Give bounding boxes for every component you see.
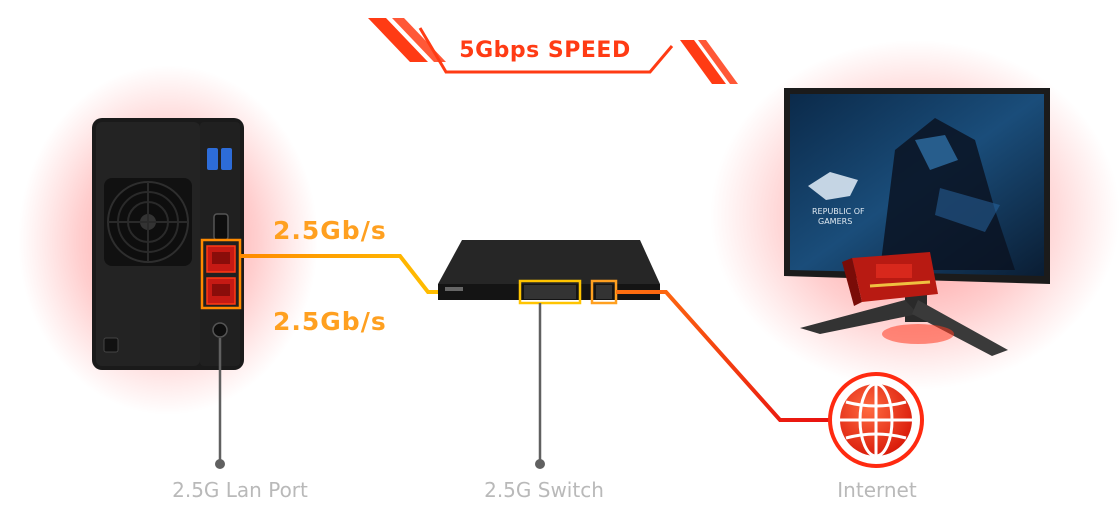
switch-ports-highlight	[518, 279, 582, 305]
nas-callout-dot	[215, 459, 225, 469]
usb-port-2	[221, 148, 232, 170]
monitor-screen-text-2: GAMERS	[818, 217, 852, 226]
power-jack	[212, 322, 228, 338]
globe-icon	[828, 372, 924, 468]
internet-link-line	[616, 290, 838, 422]
hdmi-port	[213, 213, 229, 241]
stand-glow	[882, 324, 954, 344]
switch-label: 2.5G Switch	[484, 478, 604, 502]
monitor-device: REPUBLIC OF GAMERS	[784, 88, 1050, 356]
network-card	[842, 252, 938, 306]
switch-callout-dot	[535, 459, 545, 469]
usb-port-1	[207, 148, 218, 170]
speed-title: 5Gbps SPEED	[459, 38, 631, 63]
nas-device	[92, 118, 244, 370]
nas-label: 2.5G Lan Port	[172, 478, 308, 502]
lan-port-highlight	[200, 238, 242, 310]
switch-device	[438, 240, 660, 305]
upper-speed-label: 2.5Gb/s	[273, 216, 387, 245]
lower-speed-label: 2.5Gb/s	[273, 307, 387, 336]
internet-label: Internet	[837, 478, 917, 502]
speed-banner	[368, 18, 738, 84]
monitor-screen-text-1: REPUBLIC OF	[812, 207, 865, 216]
